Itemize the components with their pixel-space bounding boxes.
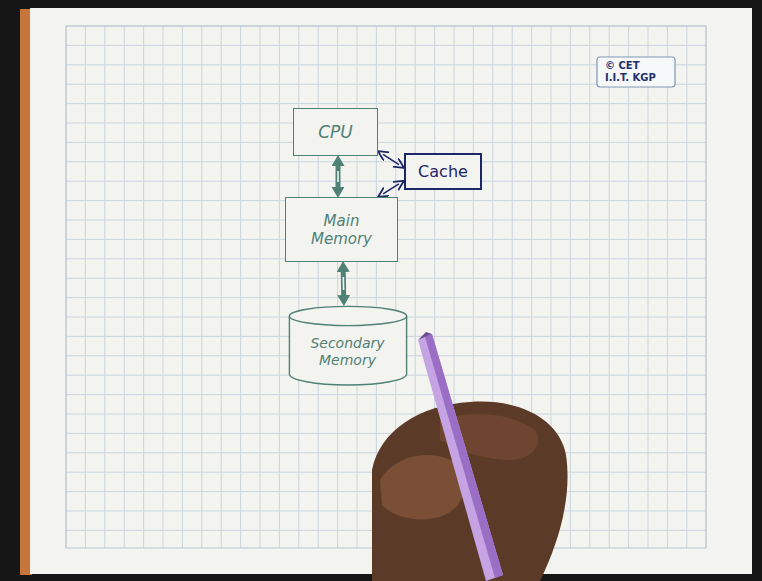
grid-line <box>163 26 164 548</box>
connector-arrow <box>383 154 399 164</box>
grid-line <box>279 26 280 548</box>
knuckle <box>380 455 465 520</box>
grid-line <box>66 161 706 162</box>
node-text: Cache <box>418 162 468 181</box>
pen-shade <box>425 334 503 578</box>
connector-line <box>383 184 399 194</box>
connector-line <box>383 154 399 164</box>
grid-line <box>66 181 706 182</box>
paper-sheet <box>30 8 752 574</box>
grid-line <box>66 103 706 104</box>
grid-line <box>628 26 629 548</box>
grid-line <box>221 26 222 548</box>
grid-line <box>337 26 338 548</box>
node-text: CPU <box>318 122 353 142</box>
storage-cylinder: Secondary Memory <box>288 305 408 385</box>
connector-line <box>336 162 341 191</box>
process-box: CPU <box>293 108 378 156</box>
connector-arrow <box>338 162 339 191</box>
cylinder-body <box>289 316 406 385</box>
grid-line <box>124 26 125 548</box>
grid-line <box>85 26 86 548</box>
connector-arrow <box>343 268 345 299</box>
grid-line <box>260 26 261 548</box>
grid-line <box>182 26 183 548</box>
node-text: Secondary Memory <box>302 335 394 369</box>
grid-line <box>66 394 706 395</box>
watermark-box <box>597 57 675 87</box>
cache-box: Cache <box>404 153 482 190</box>
connector-arrow <box>383 184 399 194</box>
grid-line <box>66 297 706 298</box>
grid-line <box>66 414 706 415</box>
connector-inner <box>343 277 345 290</box>
connector-line <box>341 268 347 299</box>
grid-line <box>589 26 590 548</box>
memory-box: Main Memory <box>285 197 398 262</box>
grid-line <box>686 26 687 548</box>
grid-line <box>609 26 610 548</box>
watermark-text: I.I.T. KGP <box>605 72 656 84</box>
watermark-text: © CET <box>605 60 639 72</box>
grid-line <box>66 45 706 46</box>
grid-line <box>240 26 241 548</box>
grid-line <box>298 26 299 548</box>
cylinder-top <box>289 306 406 325</box>
grid-line <box>648 26 649 548</box>
grid-line <box>667 26 668 548</box>
pen-body <box>418 334 503 581</box>
pen-tip <box>418 332 432 340</box>
grid-line <box>318 26 319 548</box>
grid-line <box>201 26 202 548</box>
grid-line <box>66 123 706 124</box>
grid-line <box>570 26 571 548</box>
grid-line <box>66 433 706 434</box>
grid-line <box>143 26 144 548</box>
grid-line <box>104 26 105 548</box>
node-text: Main Memory <box>302 212 382 248</box>
grid-line <box>66 278 706 279</box>
grid-line <box>357 26 358 548</box>
connector-inner <box>337 171 339 182</box>
grid-line <box>66 142 706 143</box>
